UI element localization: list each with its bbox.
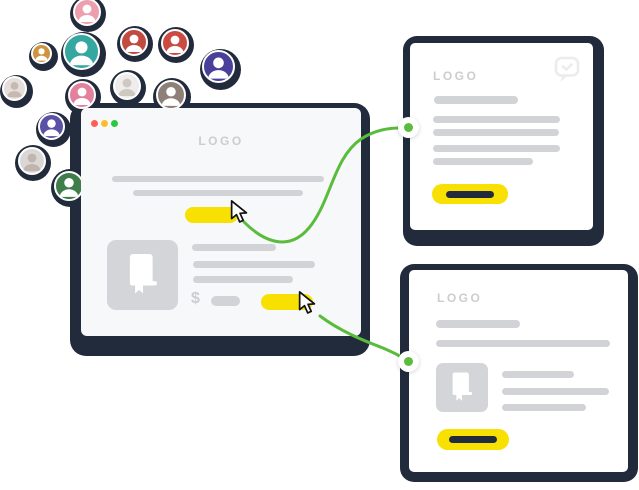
product-line-bar: [502, 388, 609, 395]
person-icon: [166, 35, 183, 53]
card-text-bar: [433, 158, 533, 165]
browser-window-content: LOGO $: [81, 108, 361, 336]
avatar-photo: [72, 0, 101, 26]
person-icon: [69, 41, 94, 66]
avatar-photo: [119, 27, 148, 56]
avatar-photo: [155, 79, 186, 110]
person-icon: [59, 177, 78, 197]
avatar: [117, 26, 153, 62]
avatar-photo: [38, 113, 65, 140]
avatar-photo: [202, 50, 235, 83]
avatar: [15, 145, 51, 181]
avatar-photo: [63, 33, 100, 70]
avatar: [65, 79, 101, 115]
avatar: [70, 0, 106, 32]
traffic-lights: [91, 120, 119, 127]
person-icon: [43, 119, 60, 137]
card-title-bar: [436, 320, 520, 328]
subheadline-bar: [133, 190, 303, 196]
price-bar: [211, 296, 240, 306]
cta-label-bar: [449, 436, 497, 443]
person-icon: [73, 87, 90, 105]
avatar: [28, 41, 58, 71]
card-bottom-content: LOGO: [409, 270, 628, 472]
avatar-photo: [31, 43, 52, 64]
card-top-logo: LOGO: [433, 69, 479, 83]
avatar-photo: [160, 28, 189, 57]
headline-bar: [112, 176, 324, 182]
product-line-bar: [193, 276, 293, 283]
avatar: [0, 74, 33, 108]
card-top-cta-button[interactable]: [432, 184, 508, 204]
card-title-bar: [434, 96, 518, 104]
avatar-photo: [53, 170, 84, 201]
cursor-icon: [230, 200, 248, 223]
hero-cta-button[interactable]: [185, 207, 238, 223]
card-top-content: LOGO: [410, 43, 593, 230]
connector-dot-icon: [404, 357, 413, 366]
avatar: [35, 111, 71, 147]
avatar-photo: [67, 80, 96, 109]
traffic-light-close[interactable]: [91, 120, 98, 127]
card-text-bar: [433, 145, 560, 152]
product-thumbnail: [436, 363, 488, 412]
person-icon: [208, 57, 229, 79]
connector-dot-icon: [404, 123, 413, 132]
avatar-photo: [2, 76, 27, 101]
avatar: [60, 31, 106, 77]
cta-label-bar: [446, 190, 494, 198]
card-bottom-cta-button[interactable]: [437, 429, 509, 450]
card-text-bar: [433, 129, 559, 136]
card-text-bar: [436, 340, 610, 347]
traffic-light-minimize[interactable]: [101, 120, 109, 127]
traffic-light-zoom[interactable]: [111, 120, 119, 127]
person-icon: [23, 153, 40, 171]
card-text-bar: [433, 116, 560, 123]
avatar: [158, 27, 194, 63]
avatar-photo: [17, 146, 46, 175]
chat-check-icon: [554, 56, 580, 82]
avatar: [199, 48, 241, 90]
avatar-photo: [112, 71, 141, 100]
connector-node-bottom: [398, 351, 419, 372]
product-title-bar: [192, 244, 276, 251]
product-thumbnail: [107, 240, 178, 310]
product-line-bar: [193, 261, 315, 268]
person-icon: [35, 48, 48, 61]
avatar: [110, 70, 146, 106]
person-icon: [125, 34, 142, 52]
product-title-bar: [502, 371, 574, 378]
book-icon: [129, 254, 157, 294]
card-bottom-logo: LOGO: [437, 291, 483, 305]
person-icon: [7, 82, 22, 98]
person-icon: [118, 78, 135, 96]
person-icon: [78, 4, 95, 22]
product-line-bar: [502, 404, 586, 411]
price-symbol: $: [191, 290, 200, 307]
main-window-logo: LOGO: [198, 134, 244, 148]
person-icon: [161, 86, 180, 106]
cursor-icon: [298, 291, 316, 314]
book-icon: [452, 372, 472, 401]
connector-node-top: [398, 117, 419, 138]
